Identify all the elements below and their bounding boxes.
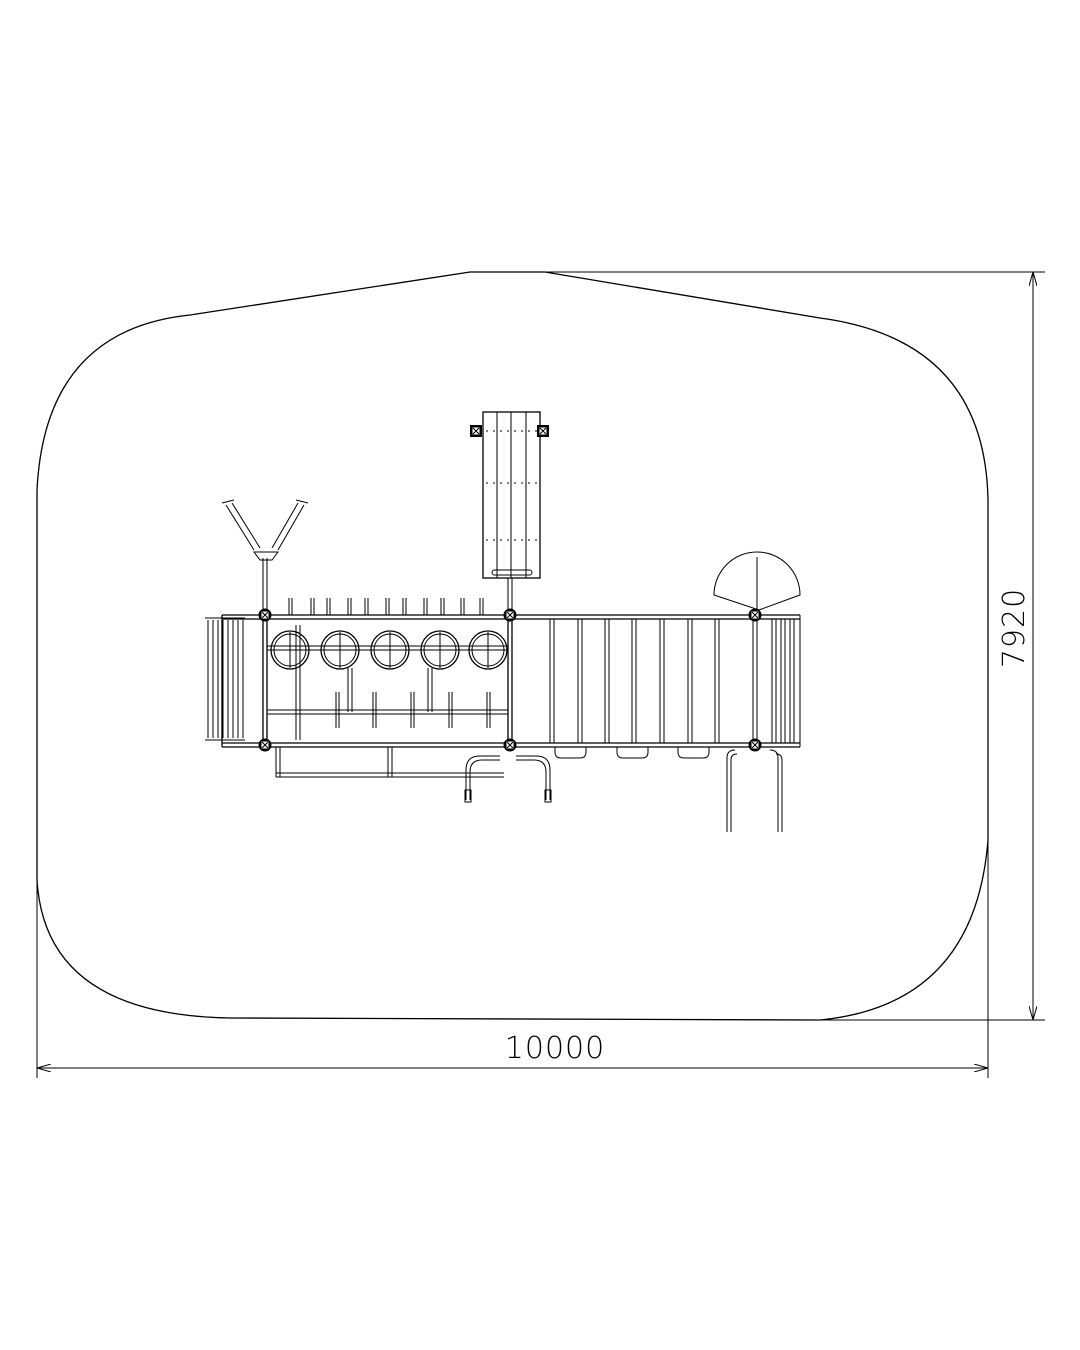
spinner-wheel <box>420 630 460 670</box>
left-ladder-panel <box>205 617 245 741</box>
post <box>748 738 762 752</box>
post <box>748 608 762 622</box>
play-equipment <box>205 411 801 832</box>
height-dimension-label: 7920 <box>997 588 1032 668</box>
height-dimension: 7920 <box>545 271 1045 1021</box>
post <box>503 608 517 622</box>
width-dimension: 10000 <box>36 840 989 1078</box>
spinner-wheel <box>270 630 310 670</box>
post <box>258 738 272 752</box>
post <box>503 738 517 752</box>
post <box>258 608 272 622</box>
spinner-wheel <box>320 630 360 670</box>
width-dimension-label: 10000 <box>505 1031 605 1066</box>
half-dome <box>713 551 801 611</box>
plank-panel <box>469 411 550 612</box>
spinner-wheel <box>468 630 508 670</box>
v-support <box>221 499 309 615</box>
spinner-wheel <box>370 630 410 670</box>
